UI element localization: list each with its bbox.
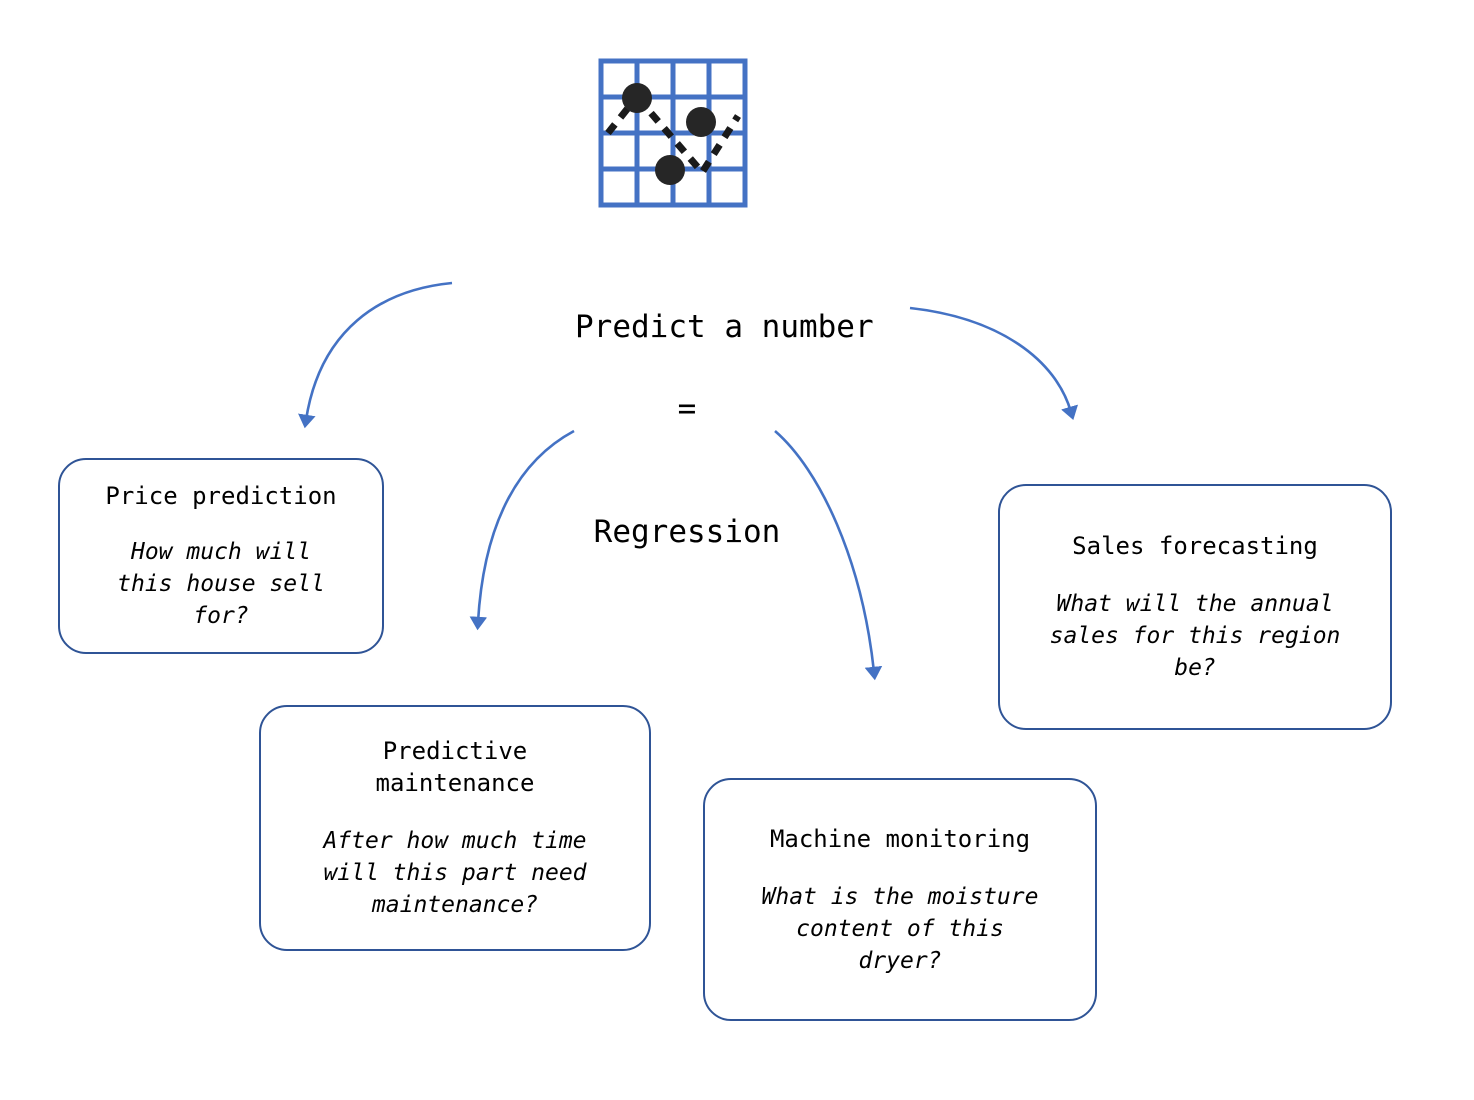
page-title: Predict a number = Regression xyxy=(437,266,937,635)
title-line-2: = xyxy=(677,391,697,427)
node-title: Machine monitoring xyxy=(769,824,1031,853)
title-line-1: Predict a number xyxy=(575,309,874,345)
arrow-to-price-prediction xyxy=(298,281,453,429)
node-predictive-maintenance[interactable]: Predictive maintenance After how much ti… xyxy=(259,705,651,951)
regression-scatter-grid-icon xyxy=(598,58,748,208)
node-title: Sales forecasting xyxy=(1072,532,1318,560)
node-question: What is the moisture content of this dry… xyxy=(761,883,1039,974)
node-machine-monitoring[interactable]: Machine monitoring What is the moisture … xyxy=(703,778,1097,1021)
node-question: What will the annual sales for this regi… xyxy=(1049,591,1341,681)
node-sales-forecasting[interactable]: Sales forecasting What will the annual s… xyxy=(998,484,1392,730)
title-line-3: Regression xyxy=(593,514,781,550)
node-title: Price prediction xyxy=(105,482,337,510)
node-question: How much will this house sell for? xyxy=(117,539,325,629)
node-question: After how much time will this part need … xyxy=(323,828,587,918)
node-title: Predictive maintenance xyxy=(375,737,535,797)
node-price-prediction[interactable]: Price prediction How much will this hous… xyxy=(58,458,384,654)
